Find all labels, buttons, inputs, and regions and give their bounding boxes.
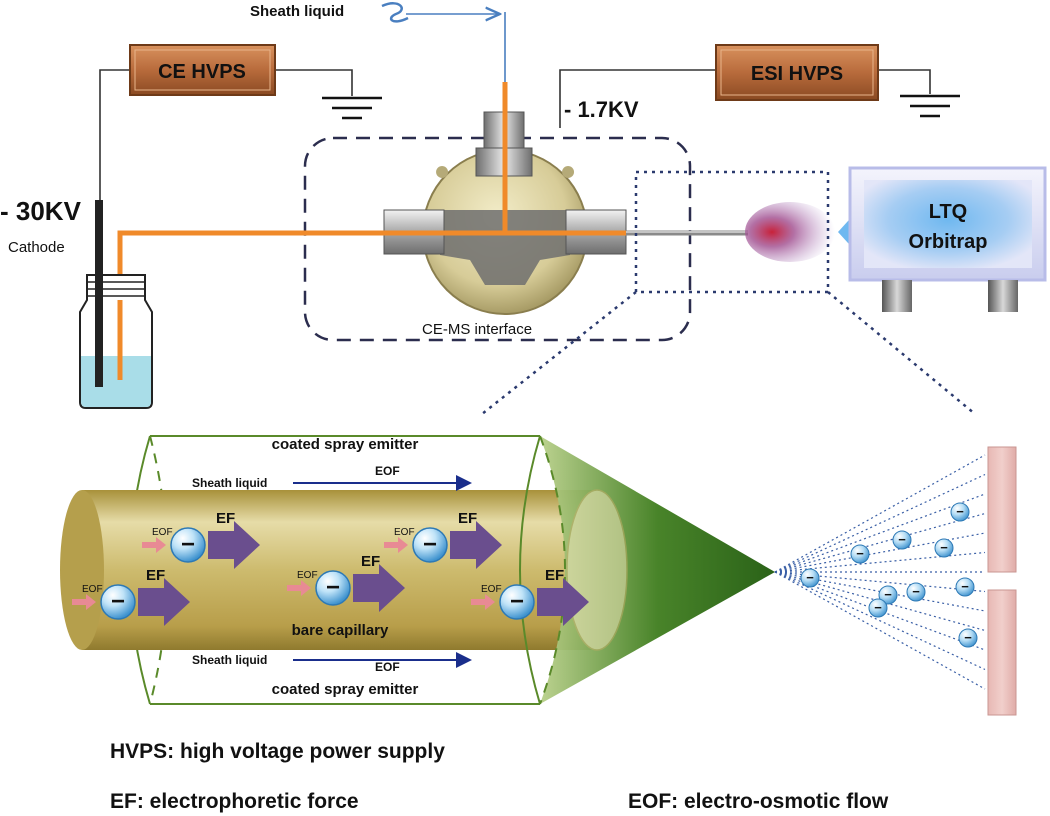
eof-label-bottom: EOF [375, 660, 400, 674]
ion-group: EOF EF − [287, 553, 405, 612]
ms-label-line1: LTQ [929, 201, 968, 223]
ion-group: EOF EF − [384, 510, 502, 569]
emitter-label-bottom: coated spray emitter [272, 681, 419, 698]
charged-droplet-icon [958, 628, 978, 648]
spray-trajectory [774, 454, 986, 573]
ground-icon [322, 96, 382, 120]
ms-inlet-plates [987, 446, 1017, 716]
eof-arrow [384, 537, 408, 553]
charged-droplet-icon [950, 502, 970, 522]
charged-droplet-icon [955, 577, 975, 597]
ef-arrow [353, 564, 405, 612]
droplet-sign: − [856, 546, 864, 561]
eof-arrow [287, 580, 311, 596]
eof-arrow [72, 594, 96, 610]
ef-arrow [537, 578, 589, 626]
eof-small-label: EOF [394, 527, 415, 538]
anion-icon [100, 584, 136, 620]
ef-label: EF [458, 510, 477, 527]
legend-ef: EF: electrophoretic force [110, 790, 359, 813]
ef-arrow [138, 578, 190, 626]
spray-trajectory [774, 571, 986, 690]
spray-trajectory [774, 571, 986, 651]
ef-arrow [208, 521, 260, 569]
interface-voltage-label: - 1.7KV [564, 97, 639, 122]
ground-icon [900, 94, 960, 118]
esi-hvps-box: ESI HVPS [715, 44, 879, 101]
zoom-region-box [634, 170, 830, 294]
ce-ms-interface-label: CE-MS interface [422, 321, 532, 338]
spray-trajectory [774, 532, 986, 573]
eof-small-label: EOF [82, 584, 103, 595]
ion-group: EOF EF − [471, 567, 589, 626]
sheath-label-bottom: Sheath liquid [192, 653, 267, 667]
charged-droplet-icon [800, 568, 820, 588]
droplet-sign: − [898, 532, 906, 547]
spray-trajectory [774, 571, 986, 671]
legend-hvps: HVPS: high voltage power supply [110, 740, 445, 763]
buffer-vial [79, 274, 153, 409]
droplet-sign: − [912, 584, 920, 599]
sheath-label-top: Sheath liquid [192, 476, 267, 490]
eof-small-label: EOF [481, 584, 502, 595]
droplet-sign: − [940, 540, 948, 555]
ef-label: EF [146, 567, 165, 584]
ion-group: EOF EF − [142, 510, 260, 569]
ion-sign: − [326, 574, 340, 601]
sheath-liquid-label: Sheath liquid [250, 3, 344, 20]
bare-capillary-label: bare capillary [292, 622, 389, 639]
ef-label: EF [545, 567, 564, 584]
eof-small-label: EOF [152, 527, 173, 538]
ion-sign: − [510, 588, 524, 615]
electrospray-plume [745, 202, 835, 262]
zoom-line-left [481, 291, 637, 415]
eof-label-top: EOF [375, 464, 400, 478]
eof-arrow [471, 594, 495, 610]
ion-sign: − [181, 531, 195, 558]
eof-small-label: EOF [297, 570, 318, 581]
droplet-sign: − [961, 579, 969, 594]
anion-icon [412, 527, 448, 563]
ion-group: EOF EF − [72, 567, 190, 626]
ce-hvps-label: CE HVPS [158, 61, 246, 83]
charged-droplet-icon [892, 530, 912, 550]
charged-droplet-icon [878, 585, 898, 605]
cathode-voltage-label: - 30KV [0, 196, 82, 226]
bare-capillary [60, 489, 628, 651]
charged-droplet-icon [906, 582, 926, 602]
droplet-sign: − [884, 587, 892, 602]
cathode-electrode [95, 200, 103, 272]
anion-icon [499, 584, 535, 620]
charged-droplet-icon [868, 598, 888, 618]
droplet-sign: − [956, 504, 964, 519]
charged-droplet-icon [850, 544, 870, 564]
ef-label: EF [216, 510, 235, 527]
ce-hvps-box: CE HVPS [129, 44, 276, 96]
anion-icon [315, 570, 351, 606]
emitter-label-top: coated spray emitter [272, 436, 419, 453]
esi-hvps-label: ESI HVPS [751, 63, 843, 85]
spray-droplets: −−−−−−−−−− [774, 454, 986, 690]
spray-trajectory [774, 493, 986, 573]
spray-trajectory [774, 473, 986, 573]
ef-label: EF [361, 553, 380, 570]
droplet-sign: − [874, 600, 882, 615]
ms-label-line2: Orbitrap [909, 231, 988, 253]
ion-sign: − [111, 588, 125, 615]
sheath-liquid-flow-icon [381, 2, 409, 23]
mass-spectrometer: LTQ Orbitrap [838, 166, 1047, 312]
ion-sign: − [423, 531, 437, 558]
charged-droplet-icon [934, 538, 954, 558]
eof-arrow [142, 537, 166, 553]
cathode-label: Cathode [8, 239, 65, 256]
anion-icon [170, 527, 206, 563]
legend-eof: EOF: electro-osmotic flow [628, 790, 889, 813]
droplet-sign: − [806, 570, 814, 585]
spray-trajectory [774, 512, 986, 573]
droplet-sign: − [964, 630, 972, 645]
ef-arrow [450, 521, 502, 569]
